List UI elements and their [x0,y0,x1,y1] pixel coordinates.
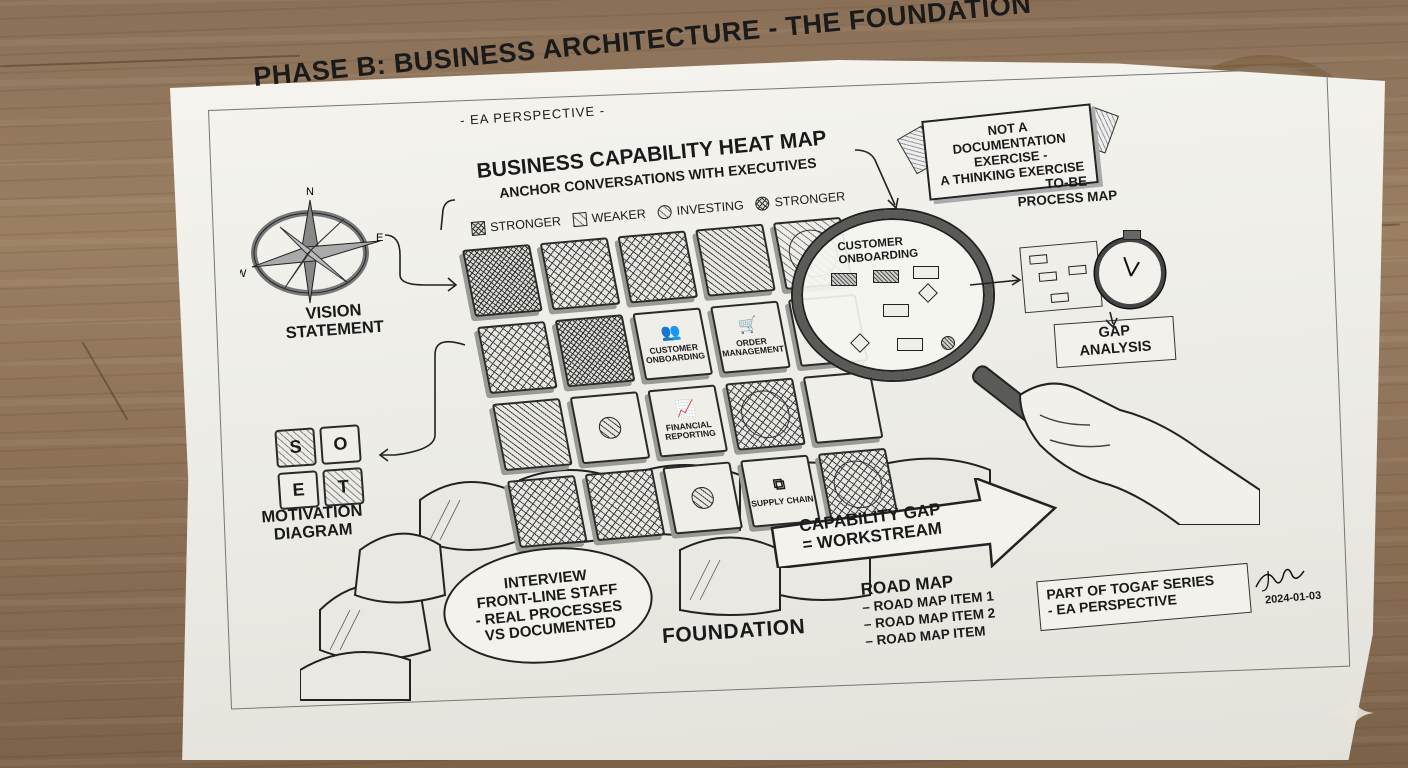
capability-cell [725,377,806,451]
capability-cell [617,230,699,304]
compass-rose-icon: N E W [240,186,383,304]
legend-swatch-stronger [470,220,486,236]
road-map: ROAD MAP – ROAD MAP ITEM 1 – ROAD MAP IT… [860,569,997,651]
flow-step [897,338,923,351]
hand-illustration [1018,382,1260,525]
flow-decision [850,333,870,353]
stopwatch-icon [1095,230,1165,308]
flow-decision [918,283,938,303]
flow-step [913,266,939,279]
flow-step [831,273,857,286]
investing-dot-icon [689,486,716,510]
chart-icon: 📈 [674,400,698,420]
flow-step [1050,292,1070,303]
compass-e: E [376,232,383,244]
capability-cell [569,391,651,465]
cell-label: CUSTOMER ONBOARDING [645,341,706,366]
capability-cell [491,398,573,472]
gap-analysis-box: GAP ANALYSIS [1053,315,1177,369]
investing-circle-icon [736,388,794,440]
capability-cell [462,244,543,318]
capability-cell [662,461,744,535]
compass-w: W [240,268,247,280]
capability-cell [506,475,588,549]
compass-n: N [306,186,314,198]
flow-step [873,270,899,283]
capability-gap-arrow-icon [770,478,1058,568]
capability-cell [695,223,776,297]
cell-label: ORDER MANAGEMENT [721,335,785,359]
legend-swatch-weaker [572,211,588,228]
people-icon: 👥 [659,323,683,343]
to-be-process-map-label: TO-BE PROCESS MAP [1016,172,1118,211]
flow-step [1068,264,1087,276]
process-map-diagram [1019,240,1103,314]
cart-icon: 🛒 [736,316,760,336]
capability-cell-financial-reporting: 📈FINANCIAL REPORTING [647,384,729,458]
wood-grain [81,341,129,421]
flow-step [883,304,909,317]
capability-cell [802,370,884,444]
flow-step [1029,254,1048,265]
legend-swatch-investing [657,204,673,220]
capability-cell [584,468,666,542]
cell-label: FINANCIAL REPORTING [664,418,717,443]
signature-icon [1255,568,1305,592]
capability-cell-customer-onboarding: 👥CUSTOMER ONBOARDING [632,307,714,381]
sparkle-watermark-icon [1328,690,1374,736]
capability-cell-order-management: 🛒ORDER MANAGEMENT [710,300,791,374]
magnifying-glass-icon [793,210,993,380]
legend-swatch-stronger-circle [755,195,771,212]
investing-dot-icon [596,415,624,440]
vision-statement-label: VISION STATEMENT [284,300,385,343]
capability-cell [476,321,558,395]
flow-end [941,336,955,350]
capability-cell [539,237,621,311]
capability-cell [554,314,636,388]
flow-step [1038,271,1058,282]
stopwatch-hand [1130,261,1140,277]
